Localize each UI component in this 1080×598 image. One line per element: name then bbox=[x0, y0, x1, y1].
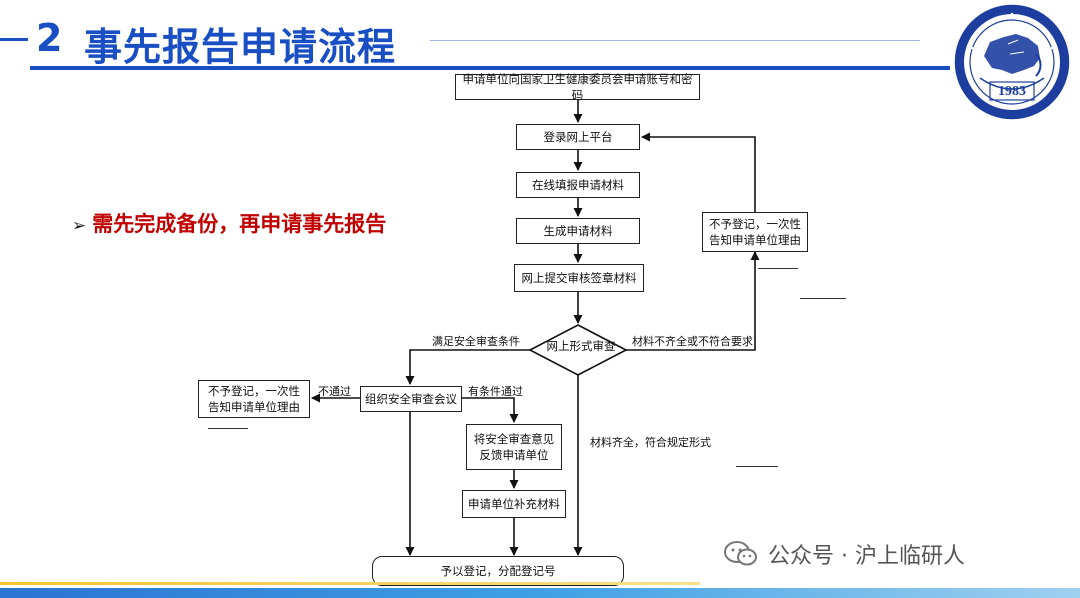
wechat-icon bbox=[724, 540, 758, 568]
node-reject-right: 不予登记，一次性告知申请单位理由 bbox=[702, 212, 808, 252]
edge-label-complete: 材料齐全，符合规定形式 bbox=[590, 436, 711, 449]
watermark: 公众号 · 沪上临研人 bbox=[724, 536, 965, 572]
node-formal-review: 网上形式审查 bbox=[546, 339, 616, 353]
organization-logo: 1983 bbox=[950, 4, 1074, 120]
node-submit: 网上提交审核签章材料 bbox=[514, 264, 644, 292]
footer-accent-line bbox=[0, 582, 700, 585]
key-note-text: 需先完成备份，再申请事先报告 bbox=[92, 212, 387, 236]
node-reject-left: 不予登记，一次性告知申请单位理由 bbox=[198, 380, 310, 418]
stray-mark bbox=[208, 428, 248, 429]
section-number: 2 bbox=[36, 16, 63, 60]
node-login: 登录网上平台 bbox=[516, 124, 640, 150]
node-supplement: 申请单位补充材料 bbox=[462, 490, 566, 518]
title-rule-thin bbox=[430, 40, 920, 41]
title-underline bbox=[30, 66, 950, 70]
edge-label-conditional-pass: 有条件通过 bbox=[468, 385, 523, 398]
logo-year: 1983 bbox=[998, 84, 1026, 99]
node-apply-account: 申请单位向国家卫生健康委员会申请账号和密码 bbox=[455, 72, 700, 102]
key-note: ➢需先完成备份，再申请事先报告 bbox=[72, 208, 386, 238]
node-fill-online: 在线填报申请材料 bbox=[516, 172, 640, 198]
bullet-arrow-icon: ➢ bbox=[72, 216, 87, 236]
watermark-text: 公众号 · 沪上临研人 bbox=[768, 544, 965, 569]
logo-seal-icon bbox=[954, 4, 1070, 120]
edge-label-incomplete: 材料不齐全或不符合要求 bbox=[632, 335, 753, 348]
title-rule-left bbox=[0, 38, 28, 41]
edge-label-not-passed: 不通过 bbox=[318, 385, 351, 398]
node-register: 予以登记，分配登记号 bbox=[372, 556, 624, 586]
title-block: 2 事先报告申请流程 bbox=[0, 0, 1080, 76]
node-meeting: 组织安全审查会议 bbox=[360, 386, 462, 412]
stray-mark bbox=[736, 466, 778, 467]
page-title: 事先报告申请流程 bbox=[84, 25, 397, 69]
stray-mark bbox=[800, 298, 846, 299]
node-generate: 生成申请材料 bbox=[516, 218, 640, 244]
stray-mark bbox=[758, 268, 798, 269]
edge-label-meets-conditions: 满足安全审查条件 bbox=[432, 335, 520, 348]
node-feedback: 将安全审查意见反馈申请单位 bbox=[466, 424, 562, 470]
footer-bar bbox=[0, 588, 1080, 598]
